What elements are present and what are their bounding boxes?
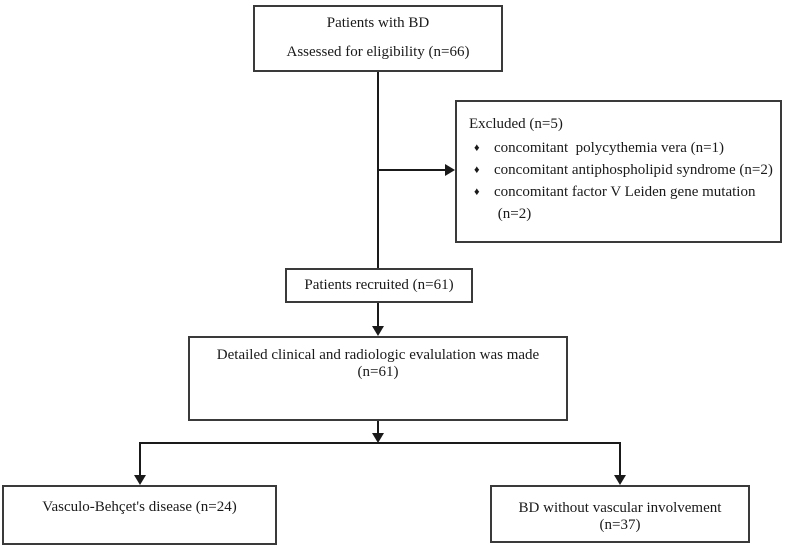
arrowhead-right-excluded bbox=[445, 164, 455, 176]
excluded-header: Excluded (n=5) bbox=[469, 116, 563, 132]
excluded-item-label: concomitant polycythemia vera (n=1) bbox=[494, 140, 725, 156]
box-patients-recruited: Patients recruited (n=61) bbox=[285, 268, 473, 303]
arrowhead-down-bd-without-vascular bbox=[614, 475, 626, 485]
bd-without-vascular-label: BD without vascular involvement (n=37) bbox=[518, 500, 722, 533]
vasculo-behcet-label: Vasculo-Behçet's disease (n=24) bbox=[42, 499, 237, 515]
box-bd-without-vascular: BD without vascular involvement (n=37) bbox=[490, 485, 750, 543]
connector-to-bd-without-vascular bbox=[619, 442, 621, 476]
excluded-item-label: concomitant factor V Leiden gene mutatio… bbox=[494, 184, 756, 222]
box-assessed-for-eligibility: Patients with BD Assessed for eligibilit… bbox=[253, 5, 503, 72]
box-evaluation: Detailed clinical and radiologic evalula… bbox=[188, 336, 568, 421]
recruited-label: Patients recruited (n=61) bbox=[304, 277, 454, 293]
connector-split-horizontal bbox=[140, 442, 621, 444]
excluded-item: ♦ concomitant polycythemia vera (n=1) bbox=[469, 137, 776, 159]
excluded-item: ♦ concomitant factor V Leiden gene mutat… bbox=[469, 181, 776, 225]
evaluation-label: Detailed clinical and radiologic evalula… bbox=[216, 347, 540, 380]
box-vasculo-behcet: Vasculo-Behçet's disease (n=24) bbox=[2, 485, 277, 545]
excluded-item: ♦ concomitant antiphospholipid syndrome … bbox=[469, 159, 776, 181]
diamond-bullet-icon: ♦ bbox=[474, 142, 480, 154]
arrowhead-down-split bbox=[372, 433, 384, 443]
arrowhead-down-evaluation bbox=[372, 326, 384, 336]
arrowhead-down-vasculo-behcet bbox=[134, 475, 146, 485]
eligibility-line1: Patients with BD bbox=[326, 15, 430, 31]
connector-evaluation-to-split bbox=[377, 421, 379, 434]
eligibility-line2: Assessed for eligibility (n=66) bbox=[286, 44, 470, 60]
box-excluded: Excluded (n=5) ♦ concomitant polycythemi… bbox=[455, 100, 782, 243]
connector-to-excluded bbox=[378, 169, 445, 171]
diamond-bullet-icon: ♦ bbox=[474, 186, 480, 198]
connector-to-vasculo-behcet bbox=[139, 442, 141, 476]
connector-recruited-to-evaluation bbox=[377, 303, 379, 328]
diamond-bullet-icon: ♦ bbox=[474, 164, 480, 176]
excluded-item-label: concomitant antiphospholipid syndrome (n… bbox=[494, 162, 773, 178]
